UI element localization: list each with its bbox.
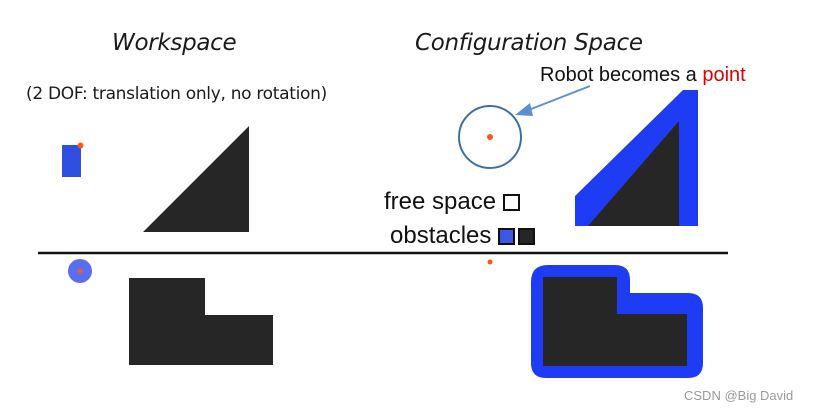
obstacle-swatch (518, 227, 536, 245)
callout-highlight: point (702, 64, 746, 86)
config-robot-point-2 (487, 259, 493, 265)
callout-arrow-head (515, 103, 533, 116)
callout-label: Robot becomes a point (540, 64, 746, 87)
workspace-triangle-obstacle (143, 126, 249, 232)
workspace-title: Workspace (112, 30, 237, 56)
robot-reference-point (77, 142, 84, 149)
legend-free-space: free space (384, 188, 521, 216)
dof-note: (2 DOF: translation only, no rotation) (26, 84, 327, 104)
legend-obstacles: obstacles (390, 222, 536, 250)
watermark: CSDN @Big David (684, 388, 794, 403)
config-l-obstacle (543, 277, 687, 366)
workspace-robot-rectangle (62, 145, 81, 177)
disc-reference-point (77, 268, 83, 274)
legend-free-label: free space (384, 188, 497, 215)
legend-obstacle-label: obstacles (390, 222, 492, 249)
callout-arrow-line (525, 85, 591, 112)
callout-circle (458, 105, 522, 169)
expanded-obstacle-swatch (498, 227, 516, 245)
config-triangle-obstacle (588, 121, 679, 226)
configuration-space-title: Configuration Space (415, 30, 643, 56)
workspace-l-obstacle (129, 278, 273, 365)
config-robot-point (487, 134, 493, 140)
callout-text: Robot becomes a (540, 64, 703, 86)
free-space-swatch (503, 193, 521, 211)
